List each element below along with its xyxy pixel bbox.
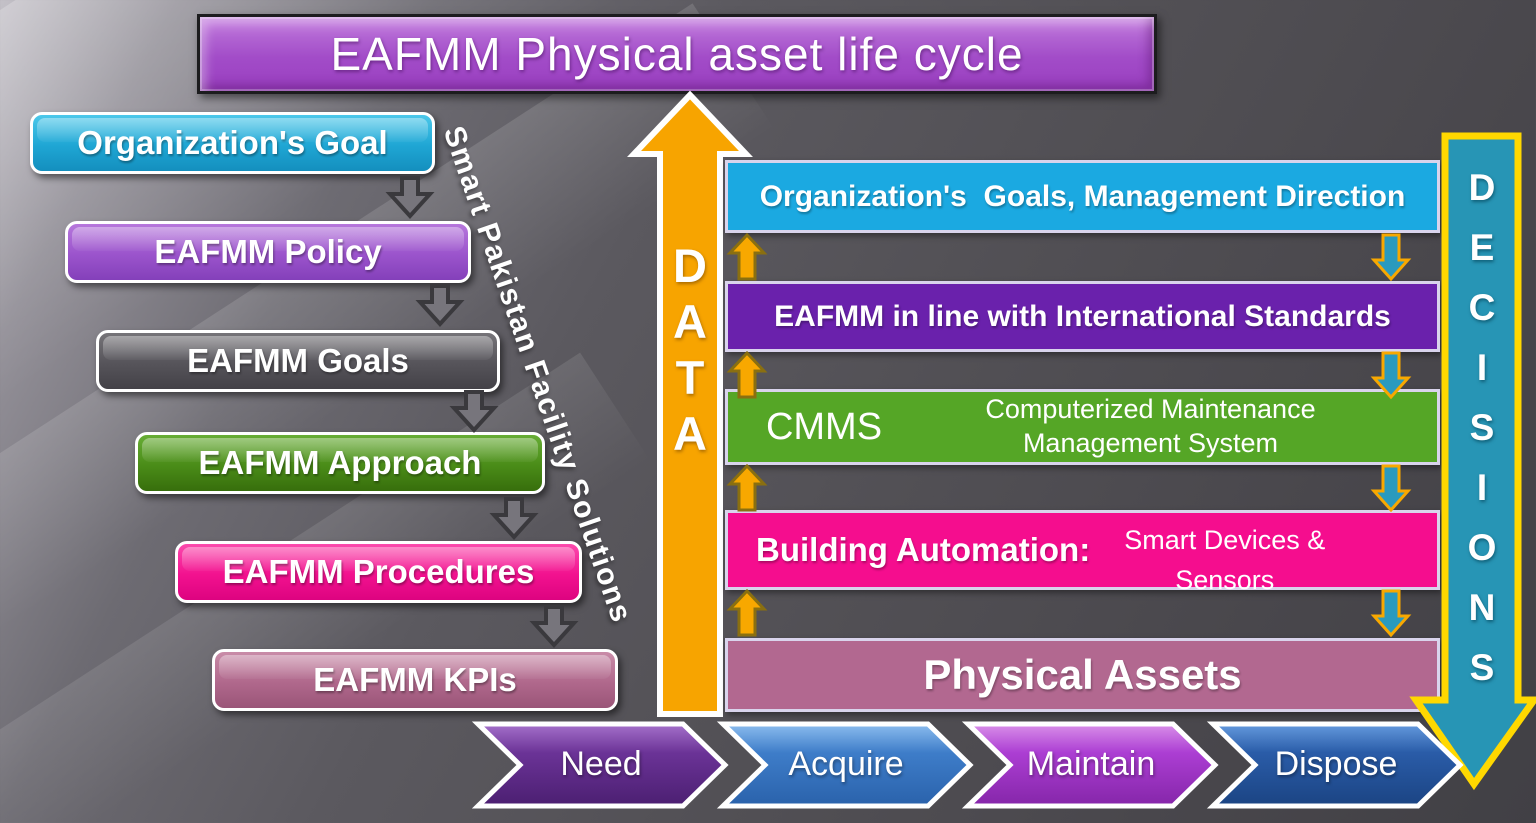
down-arrow-icon — [385, 176, 435, 219]
cmms-acronym: CMMS — [765, 405, 883, 448]
decisions-letter: I — [1476, 347, 1488, 388]
stage-label: Acquire — [788, 744, 904, 783]
decisions-down-arrow — [1409, 132, 1536, 791]
up-arrow-icon — [726, 232, 768, 281]
stack-bar-label: Organization's Goals, Management Directi… — [759, 179, 1406, 213]
up-arrow-icon — [726, 463, 768, 512]
stage-label: Maintain — [1026, 744, 1156, 783]
chevron-need — [471, 721, 729, 809]
flow-box-organizations-goal: Organization's Goal — [30, 112, 435, 174]
data-arrow-label: D A T A — [654, 238, 726, 462]
down-arrow-icon — [449, 390, 499, 433]
flow-box-eafmm-kpis: EAFMM KPIs — [212, 649, 618, 711]
flow-box-label: EAFMM Policy — [154, 233, 382, 270]
decisions-letter: N — [1468, 587, 1496, 628]
decisions-letter: S — [1469, 407, 1495, 448]
lifecycle-chevron-band — [471, 721, 1464, 809]
decisions-letter: C — [1468, 287, 1496, 328]
flow-box-label: Organization's Goal — [77, 124, 388, 161]
sublabel-line1: Smart Devices & — [1124, 524, 1326, 555]
data-letter: A — [673, 407, 707, 460]
lifecycle-stage-dispose: Dispose — [1256, 720, 1416, 808]
flow-box-eafmm-approach: EAFMM Approach — [135, 432, 545, 494]
flow-box-label: EAFMM Goals — [187, 342, 409, 379]
flow-box-label: EAFMM KPIs — [313, 661, 517, 698]
down-arrow-icon — [489, 497, 539, 540]
flow-box-label: EAFMM Procedures — [222, 553, 535, 590]
decisions-letter: S — [1469, 647, 1495, 688]
data-up-arrow — [627, 90, 753, 717]
stack-bar-label: EAFMM in line with International Standar… — [774, 299, 1391, 333]
stack-bar-cmms: CMMS Computerized Maintenance Management… — [725, 389, 1440, 465]
lifecycle-stage-maintain: Maintain — [1011, 720, 1171, 808]
decisions-arrow-label: D E C I S I O N S — [1447, 158, 1517, 698]
flow-box-label: EAFMM Approach — [198, 444, 482, 481]
down-arrow-icon — [1370, 589, 1412, 638]
data-letter: T — [675, 351, 705, 404]
chevron-dispose — [1206, 721, 1464, 809]
data-letter: D — [673, 239, 707, 292]
down-arrow-icon — [1370, 464, 1412, 513]
down-arrow-icon — [1370, 351, 1412, 400]
flow-box-eafmm-procedures: EAFMM Procedures — [175, 541, 582, 603]
down-arrow-icon — [415, 284, 465, 327]
decisions-letter: E — [1469, 227, 1495, 268]
lifecycle-stage-need: Need — [521, 720, 681, 808]
building-automation-label: Building Automation: — [756, 531, 1091, 568]
slide-title-text: EAFMM Physical asset life cycle — [330, 28, 1024, 80]
chevron-acquire — [716, 721, 974, 809]
flow-box-eafmm-goals: EAFMM Goals — [96, 330, 500, 392]
down-arrow-icon — [529, 605, 579, 648]
stack-bar-label: Physical Assets — [923, 651, 1242, 698]
up-arrow-icon — [726, 588, 768, 637]
flow-box-eafmm-policy: EAFMM Policy — [65, 221, 471, 283]
stack-bar-building-automation: Building Automation: Smart Devices & Sen… — [725, 510, 1440, 595]
sublabel-line2: Sensors — [1175, 565, 1275, 595]
down-arrow-icon — [1370, 233, 1412, 282]
stack-bar-physical-assets: Physical Assets — [725, 638, 1440, 712]
stage-label: Dispose — [1274, 744, 1398, 783]
cmms-description: Computerized Maintenance Management Syst… — [985, 394, 1316, 458]
decisions-letter: D — [1468, 167, 1496, 208]
stage-label: Need — [560, 744, 642, 783]
decisions-letter: O — [1467, 527, 1497, 568]
data-letter: A — [673, 295, 707, 348]
decisions-letter: I — [1476, 467, 1488, 508]
lifecycle-stage-acquire: Acquire — [766, 720, 926, 808]
building-automation-sublabel: Smart Devices & Sensors — [1124, 520, 1325, 601]
slide-title: EAFMM Physical asset life cycle — [197, 14, 1157, 94]
stack-bar-international-standards: EAFMM in line with International Standar… — [725, 281, 1440, 352]
up-arrow-icon — [726, 350, 768, 399]
stack-bar-goals-direction: Organization's Goals, Management Directi… — [725, 160, 1440, 233]
chevron-maintain — [961, 721, 1219, 809]
